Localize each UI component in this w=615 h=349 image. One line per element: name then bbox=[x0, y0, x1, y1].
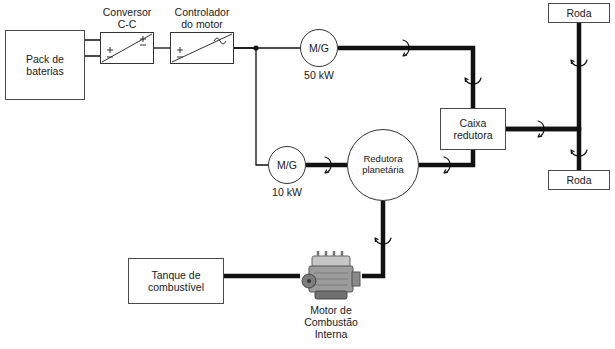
block-ribs bbox=[314, 273, 348, 285]
fuel-tank: Tanque de combustível bbox=[128, 258, 224, 304]
wheel: Roda bbox=[548, 3, 610, 23]
node-label: Roda bbox=[566, 7, 591, 19]
rotation-mark bbox=[325, 157, 331, 173]
rotation-mark bbox=[571, 150, 587, 156]
diagonal bbox=[172, 34, 232, 62]
rotation-mark bbox=[538, 121, 544, 137]
ac-symbol bbox=[214, 38, 226, 44]
circle-shape: M/G bbox=[268, 146, 306, 184]
rotation-mark bbox=[465, 78, 481, 84]
rating-label: 10 kW bbox=[268, 186, 306, 198]
engine-illustration bbox=[300, 250, 362, 302]
drive-shaft bbox=[338, 48, 473, 108]
motor-generator: M/G 50 kW bbox=[300, 29, 338, 81]
heading-area: Controlador do motor bbox=[170, 4, 234, 32]
power-wire bbox=[85, 40, 100, 56]
polarity-symbol bbox=[177, 47, 183, 57]
junction-dot bbox=[253, 45, 258, 50]
node-heading: Conversor C-C bbox=[100, 6, 154, 30]
pulley-hub bbox=[307, 279, 311, 283]
heading-area: Conversor C-C bbox=[100, 4, 154, 32]
motor-controller: Controlador do motor bbox=[170, 4, 234, 64]
node-label: Roda bbox=[566, 174, 591, 186]
circle-shape: Redutora planetária bbox=[347, 129, 419, 201]
node-label: Caixa redutora bbox=[445, 117, 501, 141]
diagonal bbox=[102, 34, 152, 62]
node-label: M/G bbox=[277, 159, 297, 171]
flywheel bbox=[352, 272, 360, 286]
cylinder-head bbox=[312, 256, 350, 267]
converter-box bbox=[170, 32, 234, 64]
rotation-mark bbox=[375, 238, 391, 244]
polarity-symbol bbox=[107, 47, 113, 57]
power-wire bbox=[234, 48, 268, 165]
node-label: Pack de baterias bbox=[10, 53, 80, 77]
drive-shaft bbox=[224, 274, 300, 279]
node-label: Redutora planetária bbox=[348, 154, 418, 176]
wheel: Roda bbox=[548, 170, 610, 190]
circle-shape: M/G bbox=[300, 29, 338, 67]
rotation-mark bbox=[444, 157, 450, 173]
node-label: Tanque de combustível bbox=[133, 269, 219, 293]
drive-shaft bbox=[506, 23, 579, 129]
rotation-mark bbox=[571, 60, 587, 66]
drive-shaft bbox=[306, 163, 347, 168]
node-label: Motor de Combustão Interna bbox=[292, 304, 370, 340]
oil-pan bbox=[315, 291, 347, 299]
polarity-symbol bbox=[140, 36, 146, 45]
converter-symbol bbox=[171, 33, 233, 63]
dc-dc-converter: Conversor C-C bbox=[100, 4, 154, 64]
planetary-gear: Redutora planetária bbox=[347, 129, 419, 201]
converter-symbol bbox=[101, 33, 153, 63]
pulley bbox=[302, 274, 316, 288]
rating-label: 50 kW bbox=[300, 69, 338, 81]
node-heading: Controlador do motor bbox=[170, 6, 234, 30]
motor-generator: M/G 10 kW bbox=[268, 146, 306, 198]
drive-shaft bbox=[362, 201, 383, 276]
rotation-mark bbox=[403, 40, 409, 56]
converter-box bbox=[100, 32, 154, 64]
power-wire bbox=[154, 47, 170, 48]
combustion-engine: Motor de Combustão Interna bbox=[292, 250, 370, 340]
battery-pack: Pack de baterias bbox=[5, 30, 85, 100]
reduction-gearbox: Caixa redutora bbox=[440, 108, 506, 150]
node-label: M/G bbox=[309, 42, 329, 54]
intake-pipes bbox=[318, 251, 342, 256]
